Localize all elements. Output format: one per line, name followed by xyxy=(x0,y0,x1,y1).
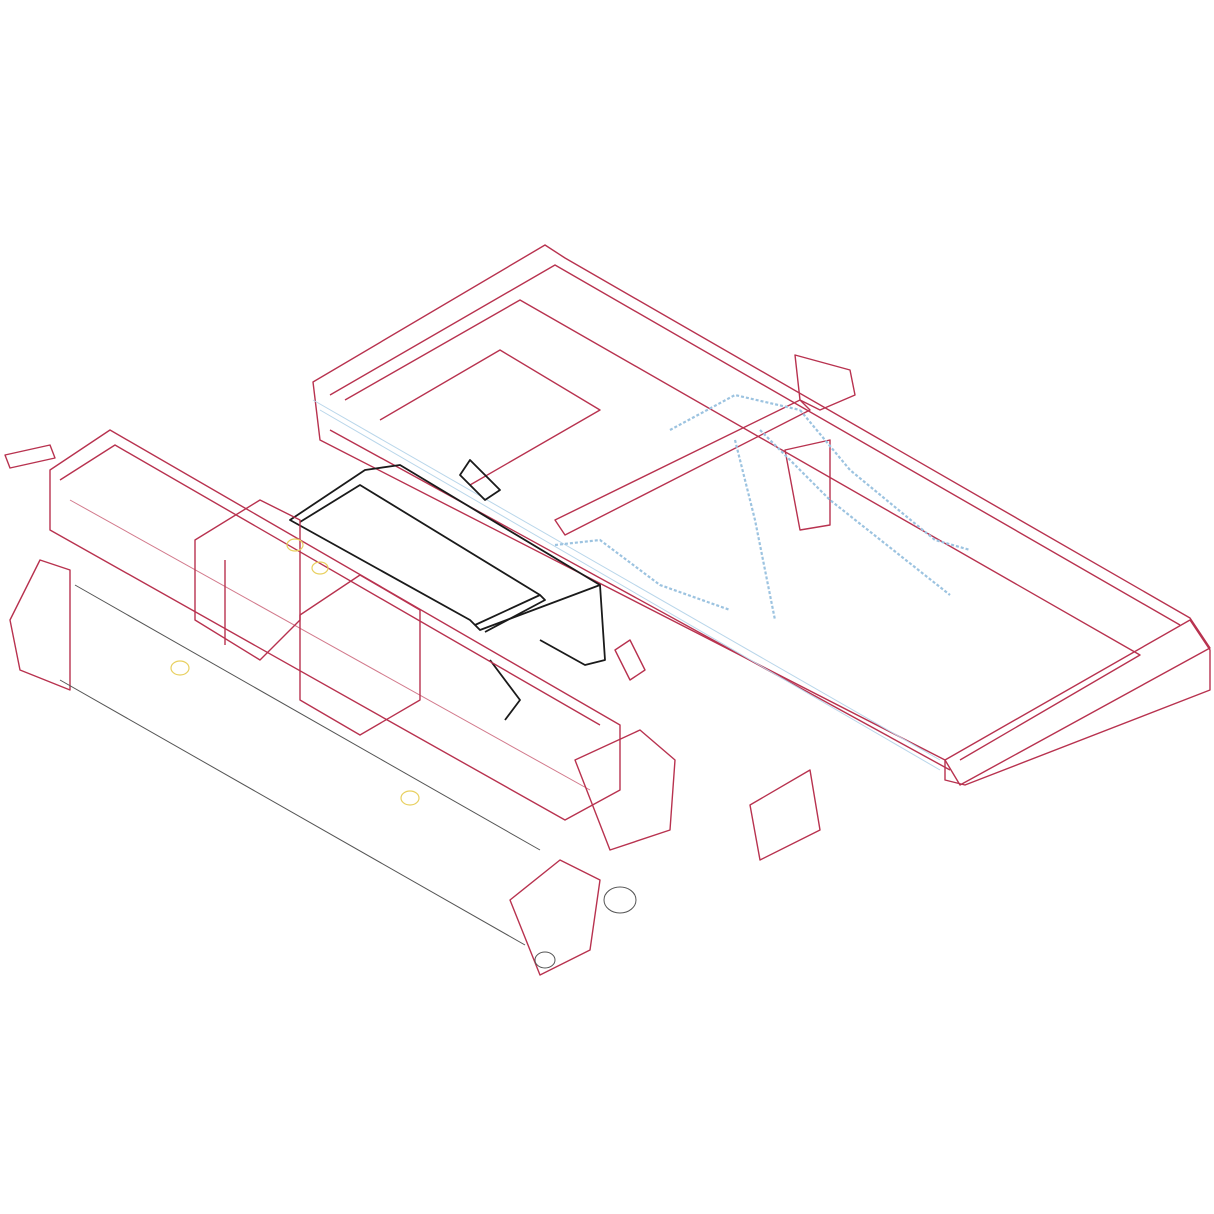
tow-bar xyxy=(554,399,811,536)
roller-bottom xyxy=(59,679,526,946)
roller-assembly xyxy=(4,429,821,976)
bolts xyxy=(170,538,420,806)
housing-top xyxy=(289,464,601,631)
weight-block-1 xyxy=(194,499,301,661)
chain-lower xyxy=(554,538,731,612)
main-beam-top xyxy=(59,444,601,726)
hitch-plate xyxy=(784,439,831,531)
bolt-ring xyxy=(170,660,190,676)
bolt-ring xyxy=(286,538,304,552)
hitch-plate-front xyxy=(749,769,821,861)
handle xyxy=(4,444,56,469)
frame-lower-edge-2 xyxy=(319,409,941,771)
chains xyxy=(554,393,971,621)
frame-top-rail xyxy=(329,264,1181,626)
left-side-plate xyxy=(9,559,71,691)
chain-right xyxy=(799,409,971,552)
central-housing xyxy=(289,459,606,721)
housing-side xyxy=(539,584,606,666)
hub xyxy=(603,886,637,914)
gauge-plate xyxy=(574,729,676,851)
frame-lower-edge xyxy=(312,399,941,761)
main-beam xyxy=(49,429,621,821)
housing-inner xyxy=(299,484,541,596)
rear-frame xyxy=(312,244,1211,786)
roller-top xyxy=(74,584,541,851)
main-beam-stripe xyxy=(69,499,591,791)
bolt-ring xyxy=(311,561,329,575)
frame-outline xyxy=(312,244,1211,786)
latch xyxy=(459,459,501,501)
roller-end xyxy=(534,951,556,969)
frame-crossbar xyxy=(379,349,601,486)
housing-arc xyxy=(489,659,521,721)
weight-block-2 xyxy=(299,574,421,736)
chain-cross xyxy=(759,429,951,596)
frame-bottom-rail xyxy=(329,429,951,771)
hitch-bracket xyxy=(794,354,856,411)
chain-middle xyxy=(733,439,777,621)
frame-inner-rail xyxy=(344,299,1141,761)
housing-rail xyxy=(474,594,546,633)
bolt-ring xyxy=(400,790,420,806)
lever xyxy=(614,639,646,681)
frame-end-beam xyxy=(944,619,1211,786)
